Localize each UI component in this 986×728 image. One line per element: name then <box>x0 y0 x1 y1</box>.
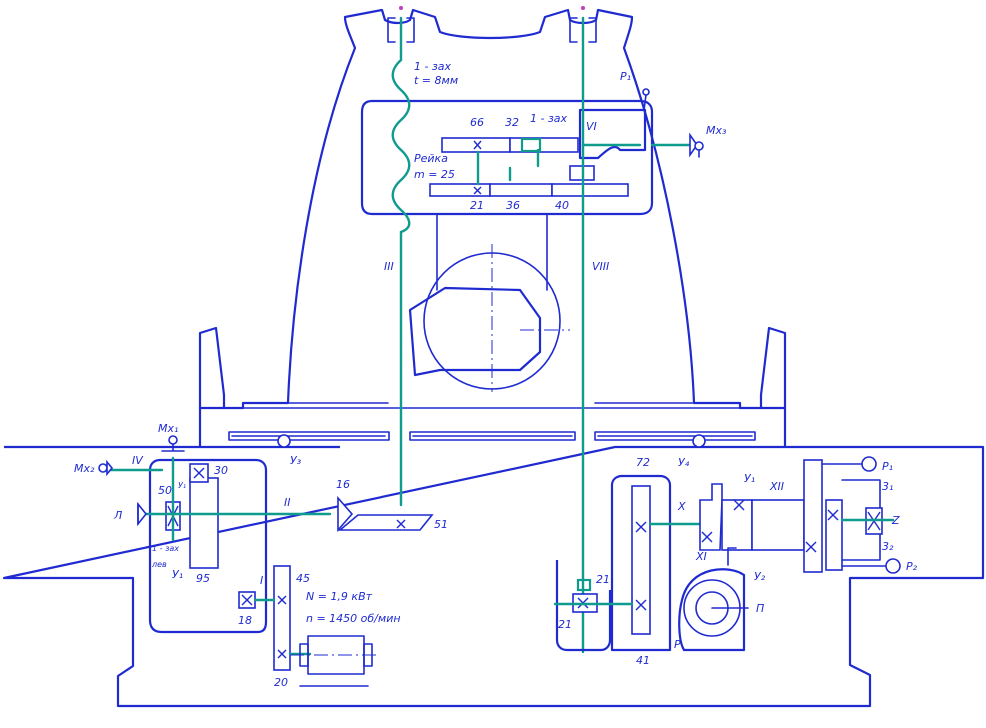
gear-16-label: 16 <box>336 478 350 491</box>
handle-mx3-label: Мх₃ <box>706 124 727 137</box>
pump <box>678 547 749 652</box>
shaft-vi-label: VI <box>586 120 597 133</box>
worm-right <box>576 578 592 592</box>
gear-72 <box>631 485 651 635</box>
gear-36 <box>489 183 553 197</box>
lever-p1-top-label: Р₁ <box>620 70 631 83</box>
clutch-u1-right-label: У₁ <box>744 472 755 485</box>
gear-51 <box>337 514 434 531</box>
shaft-viii-label: VIII <box>592 260 609 273</box>
clutch-u3-roller <box>277 434 291 448</box>
housing-outline <box>2 8 985 708</box>
gear-18-label: 18 <box>238 614 252 627</box>
tool-slide <box>408 286 542 377</box>
worm-starts-left-label: 1 - зах <box>152 544 179 553</box>
handle-mx1-label: Мх₁ <box>158 422 178 435</box>
handle-mx2-label: Мх₂ <box>74 462 95 475</box>
gear-21-right-label: 21 <box>596 573 610 586</box>
clutch-u4-label: У₄ <box>678 456 690 469</box>
shaft-x-label: X <box>677 500 686 513</box>
right-upright <box>759 326 787 408</box>
head-block <box>360 99 654 392</box>
screw-starts-label: 1 - зах <box>414 60 452 73</box>
gear-20-label: 20 <box>274 676 288 689</box>
shaft-i-label: I <box>260 574 263 587</box>
gear-66-label: 66 <box>470 116 484 129</box>
handle-mx3 <box>689 132 704 158</box>
handle-mx2 <box>98 459 114 477</box>
gear-51-label: 51 <box>434 518 448 531</box>
lever-p2-right-label: Р₂ <box>906 560 918 573</box>
shaft-xi-label: XI <box>695 550 707 563</box>
handle-mx1 <box>161 435 185 452</box>
z-label: Z <box>891 514 900 527</box>
vertical-shafts <box>387 6 597 654</box>
gear-36-label: 36 <box>506 199 520 212</box>
left-drive <box>98 435 434 687</box>
gear-41-label: 41 <box>636 654 650 667</box>
clutch-u1-left-label: У₁ <box>178 481 186 490</box>
shaft-xii-housing <box>751 499 805 551</box>
left-cone-label: Л <box>113 509 122 522</box>
clutch-u1-label: У₁ <box>172 568 183 581</box>
gear-95-label: 95 <box>196 572 210 585</box>
clutch-u4-roller <box>692 434 706 448</box>
gear-66 <box>441 137 511 153</box>
gear-45-label: 45 <box>296 572 310 585</box>
gear-block-xi <box>721 499 753 551</box>
gear-72-label: 72 <box>636 456 650 469</box>
power-label: N = 1,9 кВт <box>306 590 373 603</box>
gear-16 <box>337 495 354 533</box>
column-outline <box>198 8 787 447</box>
clutch-u2-label: У₂ <box>754 570 766 583</box>
gear-32 <box>509 137 579 153</box>
rack-label: Рейка <box>414 152 448 165</box>
shaft-31-label: 3₁ <box>882 480 893 493</box>
worm-top <box>520 137 542 153</box>
left-upright <box>198 326 226 408</box>
gear-21-lower-label: 21 <box>558 618 572 631</box>
lever-p2-right <box>841 558 901 574</box>
rpm-label: n = 1450 об/мин <box>306 612 401 625</box>
screw-pitch-label: t = 8мм <box>414 74 458 87</box>
gear-21-top-label: 21 <box>470 199 484 212</box>
worm-hand-label: лев <box>151 560 167 569</box>
gear-50-label: 50 <box>158 484 172 497</box>
guide-rails <box>228 431 756 441</box>
shaft-32-label: 3₂ <box>882 540 894 553</box>
gear-40-label: 40 <box>555 199 569 212</box>
gear-32-label: 32 <box>505 116 519 129</box>
rack-module-label: m = 25 <box>414 168 455 181</box>
gear-40 <box>551 183 629 197</box>
gear-21-top <box>429 183 491 197</box>
shaft-iii-label: III <box>384 260 394 273</box>
pump-label: Р <box>674 638 681 651</box>
left-cone <box>137 501 148 527</box>
lever-p1-right-label: Р₁ <box>882 460 893 473</box>
clutch-u3-label: У₃ <box>290 454 302 467</box>
pump-axis-label: П <box>756 602 764 615</box>
lead-screw-iii <box>391 16 411 507</box>
worm-starts-top-label: 1 - зах <box>530 112 568 125</box>
shaft-xii-label: XII <box>769 480 784 493</box>
shaft-ii-label: II <box>284 496 291 509</box>
lever-p1-right <box>821 456 877 472</box>
gear-30-label: 30 <box>214 464 228 477</box>
gear-block-x <box>699 483 723 551</box>
labels: 1 - зах t = 8мм Рейка m = 25 1 - зах 66 … <box>74 60 918 689</box>
lever-p1-top <box>642 88 650 111</box>
right-drive <box>553 456 901 652</box>
box-vi <box>578 108 647 160</box>
head-gears <box>429 88 704 197</box>
electric-motor <box>290 635 380 687</box>
right-gearbox <box>803 459 823 573</box>
shaft-iv-label: IV <box>132 454 144 467</box>
gear-45 <box>273 565 291 671</box>
gear-95 <box>189 477 219 569</box>
